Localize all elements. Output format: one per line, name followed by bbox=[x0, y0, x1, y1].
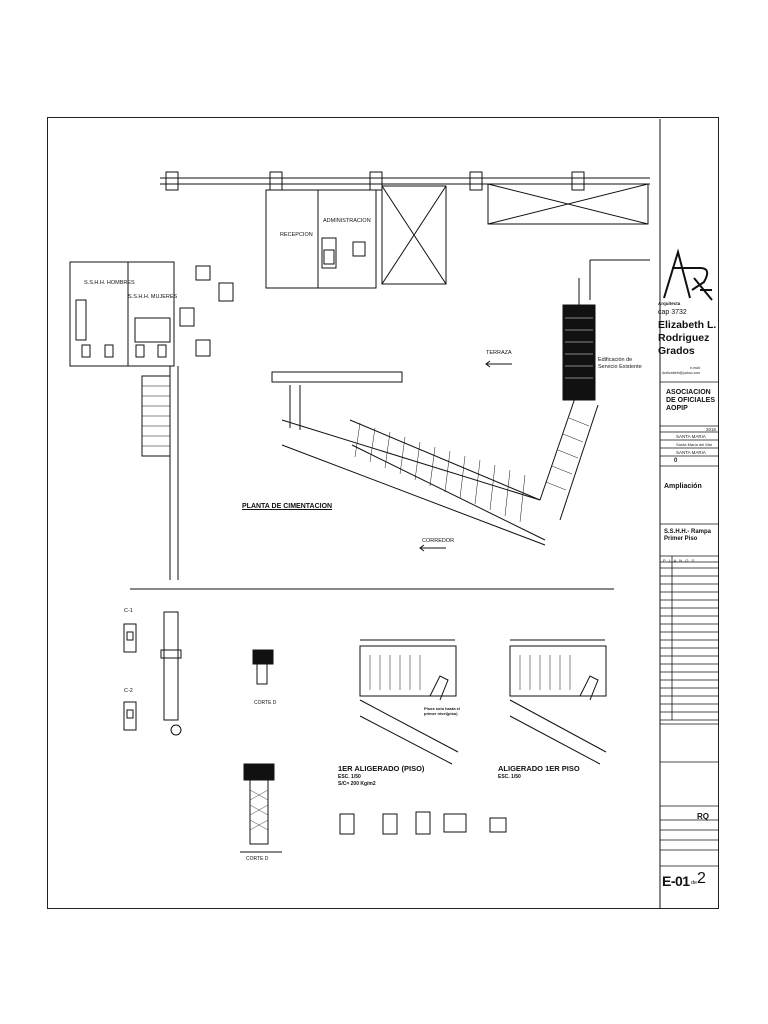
tb-architect-name: Elizabeth L. Rodriguez Grados bbox=[658, 319, 718, 358]
label-edificacion: Edificación de Servicio Existente bbox=[598, 357, 642, 370]
beam-detail-5 bbox=[489, 817, 507, 833]
tb-client-line1: ASOCIACION bbox=[666, 389, 711, 396]
column-top-2 bbox=[269, 171, 283, 191]
column-c1 bbox=[123, 623, 137, 653]
tb-name-line3: Grados bbox=[658, 345, 695, 357]
label-c2: C-2 bbox=[124, 688, 133, 694]
primer-aligerado-title: 1ER ALIGERADO (PISO) bbox=[338, 764, 425, 773]
tb-lugar1: SANTA MARIA bbox=[676, 434, 706, 439]
label-corte-d-bottom: CORTE D bbox=[246, 856, 269, 862]
label-administracion: ADMINISTRACION bbox=[323, 218, 371, 224]
primer-aligerado-load: S/C= 200 Kg/m2 bbox=[338, 781, 376, 787]
tb-client-line2: DE OFICIALES bbox=[666, 397, 716, 404]
primer-aligerado-scale: ESC. 1/50 bbox=[338, 774, 361, 780]
label-sshh-mujeres: S.S.H.H. MUJERES bbox=[128, 294, 178, 300]
tb-nro: 0 bbox=[674, 458, 678, 464]
tb-name-line1: Elizabeth L. bbox=[658, 319, 717, 331]
foundation-top-slab bbox=[271, 371, 403, 383]
planta-title: PLANTA DE CIMENTACION bbox=[242, 503, 333, 510]
aligerado-plan-2 bbox=[509, 639, 607, 765]
column-elevation bbox=[163, 611, 179, 721]
tb-project: Ampliación bbox=[664, 483, 702, 490]
column-top-1 bbox=[165, 171, 179, 191]
ramp-hatching bbox=[354, 422, 526, 523]
reception-room bbox=[265, 189, 377, 289]
bathroom-block bbox=[69, 261, 175, 367]
tb-lugar2: Santa María del Mar bbox=[676, 442, 713, 447]
tb-email-label: e-mail: bbox=[690, 366, 701, 370]
column-c2 bbox=[123, 701, 137, 731]
tb-email: Arelizabeth@yahoo.com bbox=[662, 371, 701, 375]
label-corte-d-top: CORTE D bbox=[254, 700, 277, 706]
tb-planos: P L A N O S bbox=[663, 558, 696, 563]
column-top-5 bbox=[571, 171, 585, 191]
label-sshh-hombres: S.S.H.H. HOMBRES bbox=[84, 280, 135, 286]
tb-cap: cap 3732 bbox=[658, 309, 687, 316]
column-top-3 bbox=[369, 171, 383, 191]
beam-detail-3 bbox=[415, 811, 431, 835]
tb-arquitecta: Arquitecta bbox=[658, 301, 681, 306]
right-stair bbox=[562, 304, 596, 401]
beam-detail-2 bbox=[382, 813, 398, 835]
tb-de: de bbox=[691, 880, 698, 886]
label-corredor: CORREDOR bbox=[422, 538, 455, 544]
tb-plan-line1: S.S.H.H.- Rampa bbox=[664, 529, 712, 535]
label-terraza: TERRAZA bbox=[486, 350, 512, 356]
tb-name-line2: Rodriguez bbox=[658, 332, 710, 344]
beam-detail-4 bbox=[443, 813, 467, 833]
note-piso: Pisos solo hasta el primer nivel(piso) bbox=[424, 706, 461, 716]
tb-sheet-number: E-01 bbox=[662, 873, 690, 889]
tb-plan: S.S.H.H.- Rampa Primer Piso bbox=[664, 529, 711, 543]
label-recepcion: RECEPCION bbox=[280, 232, 313, 238]
void-shaft bbox=[381, 185, 447, 285]
label-c1: C-1 bbox=[124, 608, 133, 614]
upper-right-box bbox=[487, 183, 649, 225]
ramp-sloped bbox=[281, 419, 546, 546]
tb-lugar3: SANTA MARIA bbox=[676, 450, 706, 455]
drawing-sheet-border bbox=[47, 117, 719, 909]
column-top-4 bbox=[469, 171, 483, 191]
beam-detail-1 bbox=[339, 813, 355, 835]
corte-d-footing bbox=[249, 779, 269, 845]
title-block-grid bbox=[660, 381, 718, 867]
tb-client: ASOCIACION DE OFICIALES AOPIP bbox=[666, 389, 715, 413]
aligerado-primer-title: ALIGERADO 1ER PISO bbox=[498, 764, 580, 773]
aligerado-primer-scale: ESC. 1/50 bbox=[498, 774, 521, 780]
tb-total-sheets: 2 bbox=[697, 870, 706, 887]
tb-plan-line2: Primer Piso bbox=[664, 536, 698, 542]
aligerado-plan-1 bbox=[359, 639, 459, 765]
tb-client-line3: AOPIP bbox=[666, 405, 688, 412]
corte-d-bottom-section bbox=[243, 763, 275, 781]
corte-d-top-section bbox=[252, 649, 274, 665]
architect-logo bbox=[663, 248, 713, 301]
tb-year: 2016 bbox=[706, 427, 717, 432]
tb-rq: RQ bbox=[697, 812, 709, 821]
